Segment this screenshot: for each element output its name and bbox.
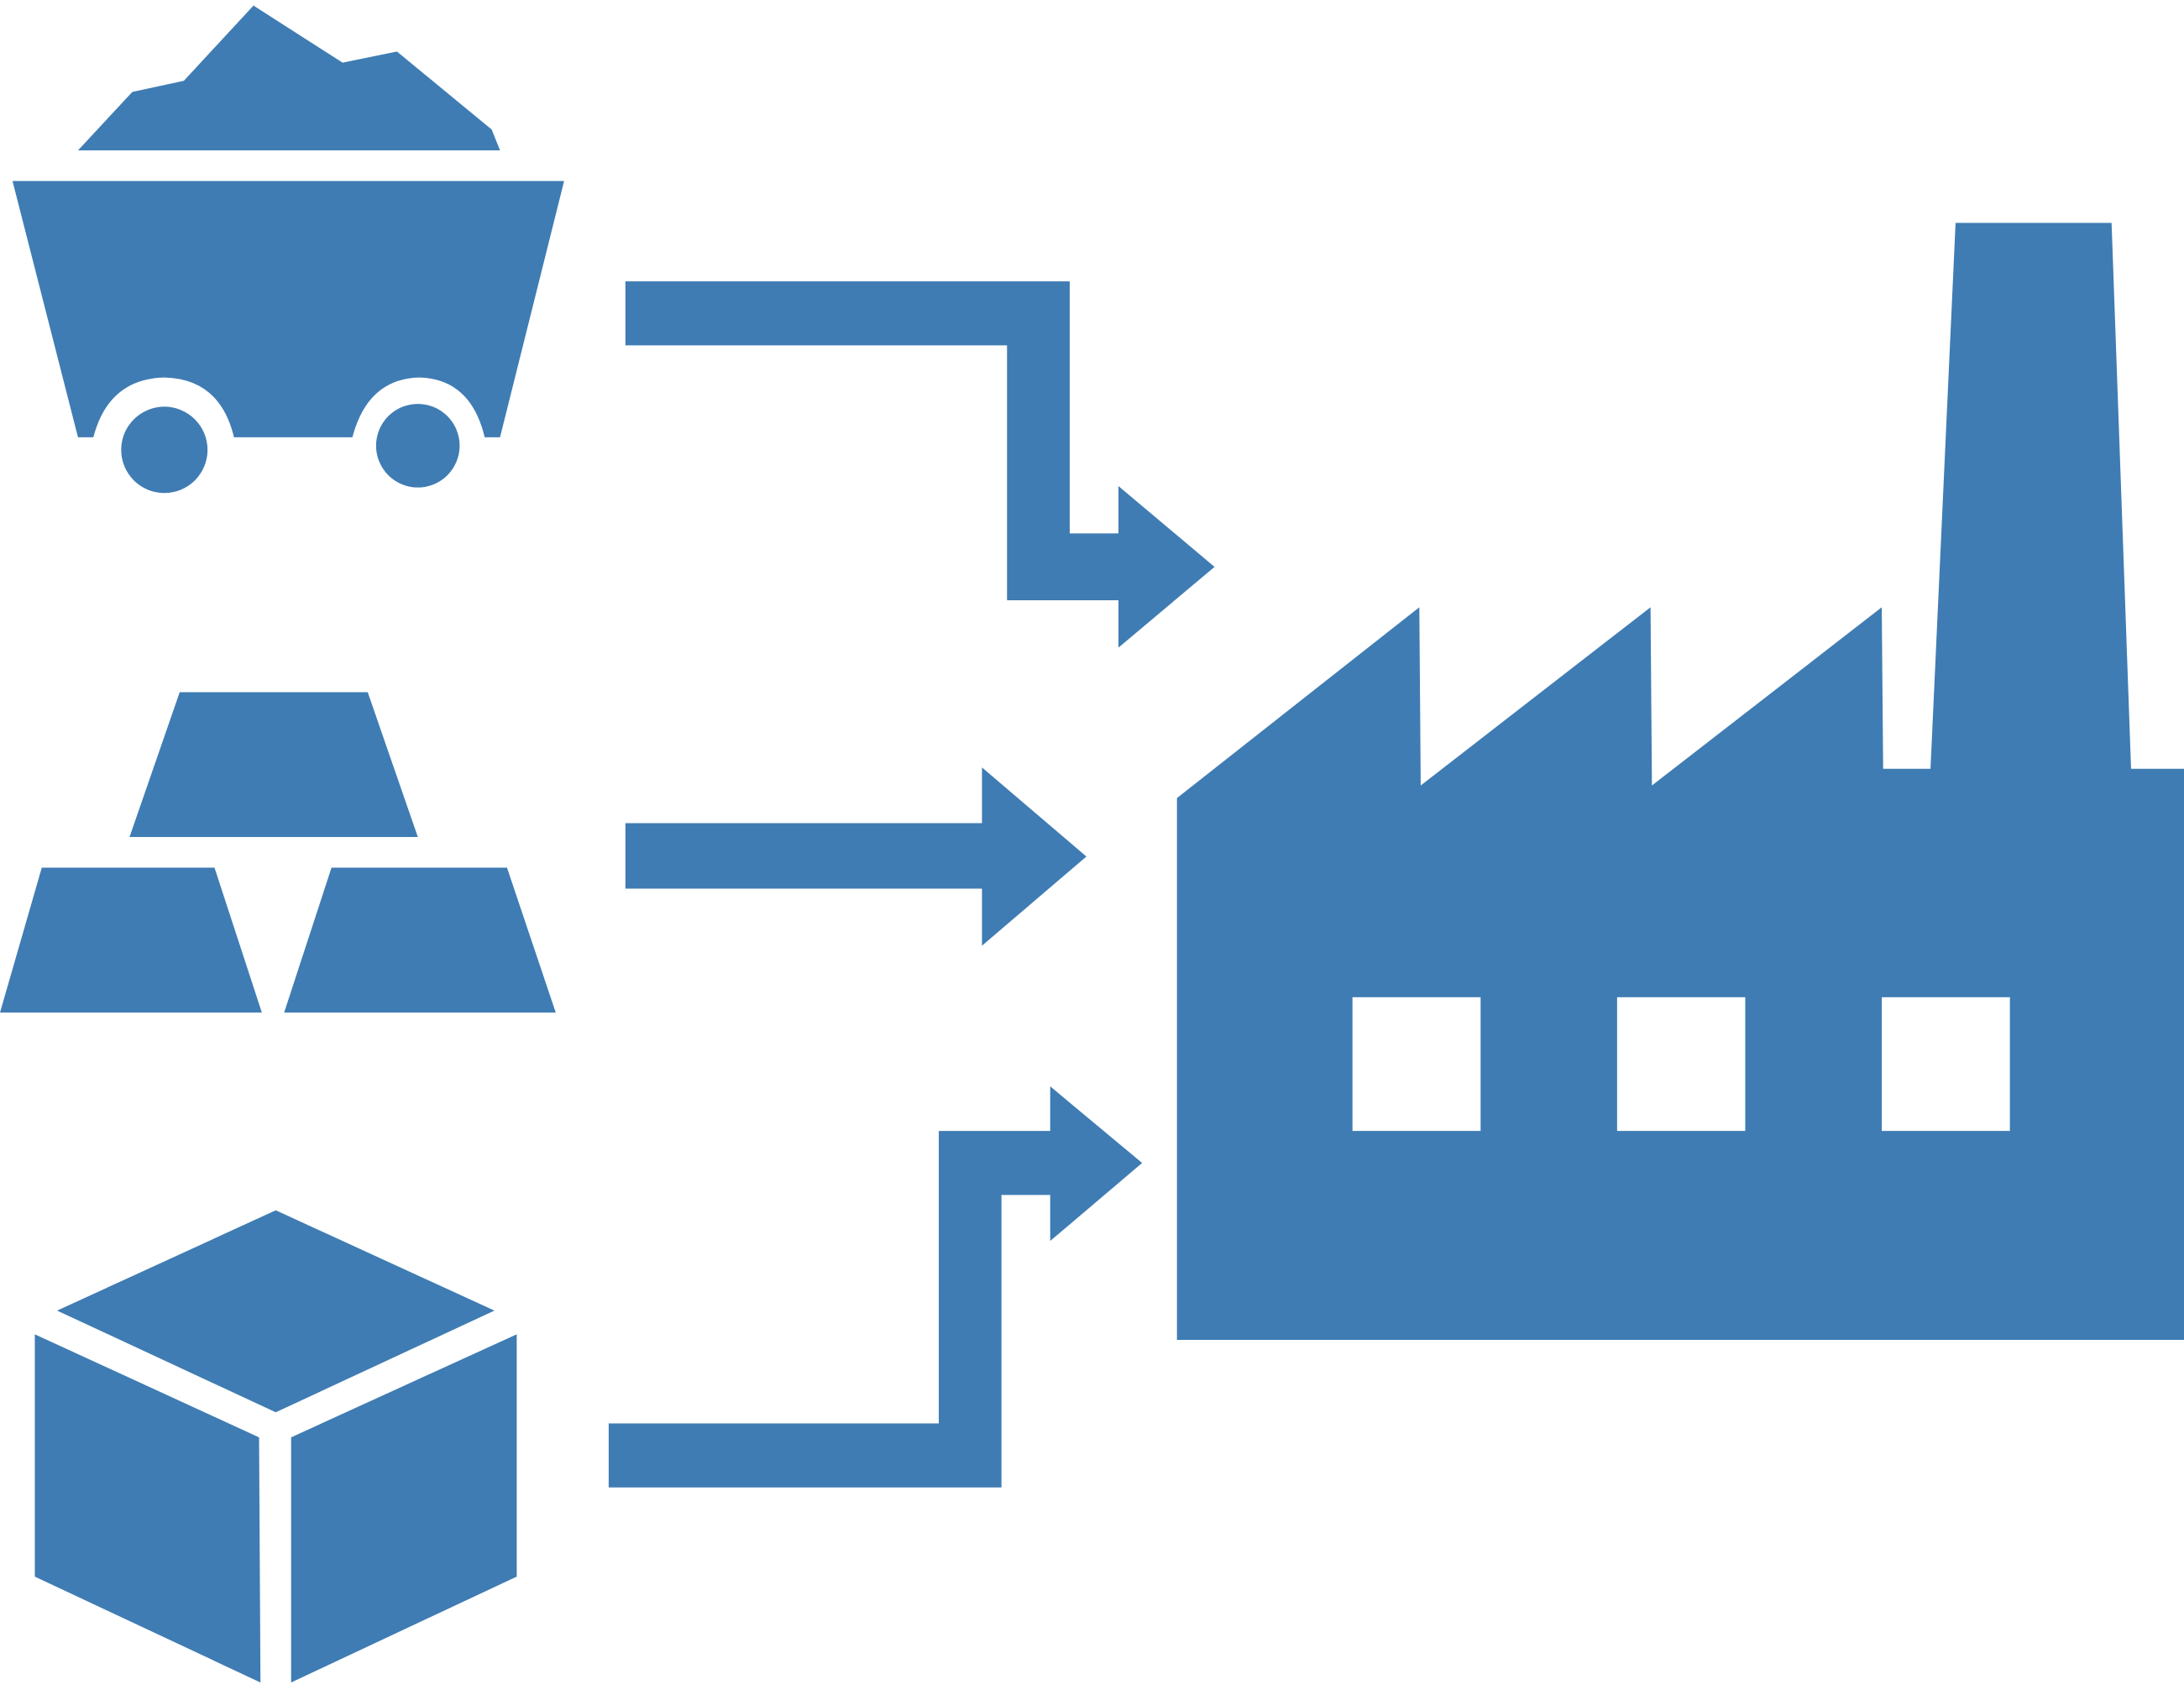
cube-top-face (57, 1210, 495, 1413)
cart-wheel-left (121, 406, 208, 494)
arrow-elbow-down-right-icon (625, 281, 1215, 648)
cube-icon (34, 1210, 517, 1683)
factory-window-3 (1882, 997, 2010, 1132)
factory-building (1176, 222, 2184, 1340)
ore-pile (77, 5, 500, 151)
arrow-elbow-up-right-icon (608, 1086, 1143, 1488)
factory-icon (1176, 222, 2184, 1340)
cube-right-face (291, 1334, 517, 1683)
ingot-bottom-right (284, 867, 556, 1013)
cart-wheel-right (375, 404, 460, 488)
factory-window-2 (1616, 997, 1746, 1132)
ingots-icon (0, 692, 556, 1013)
ingot-top (129, 692, 418, 838)
cart-body (12, 180, 564, 437)
mine-cart-icon (12, 5, 564, 494)
factory-window-1 (1352, 997, 1481, 1132)
cube-left-face (34, 1334, 261, 1683)
ingot-bottom-left (0, 867, 262, 1013)
arrow-right-icon (625, 767, 1087, 946)
